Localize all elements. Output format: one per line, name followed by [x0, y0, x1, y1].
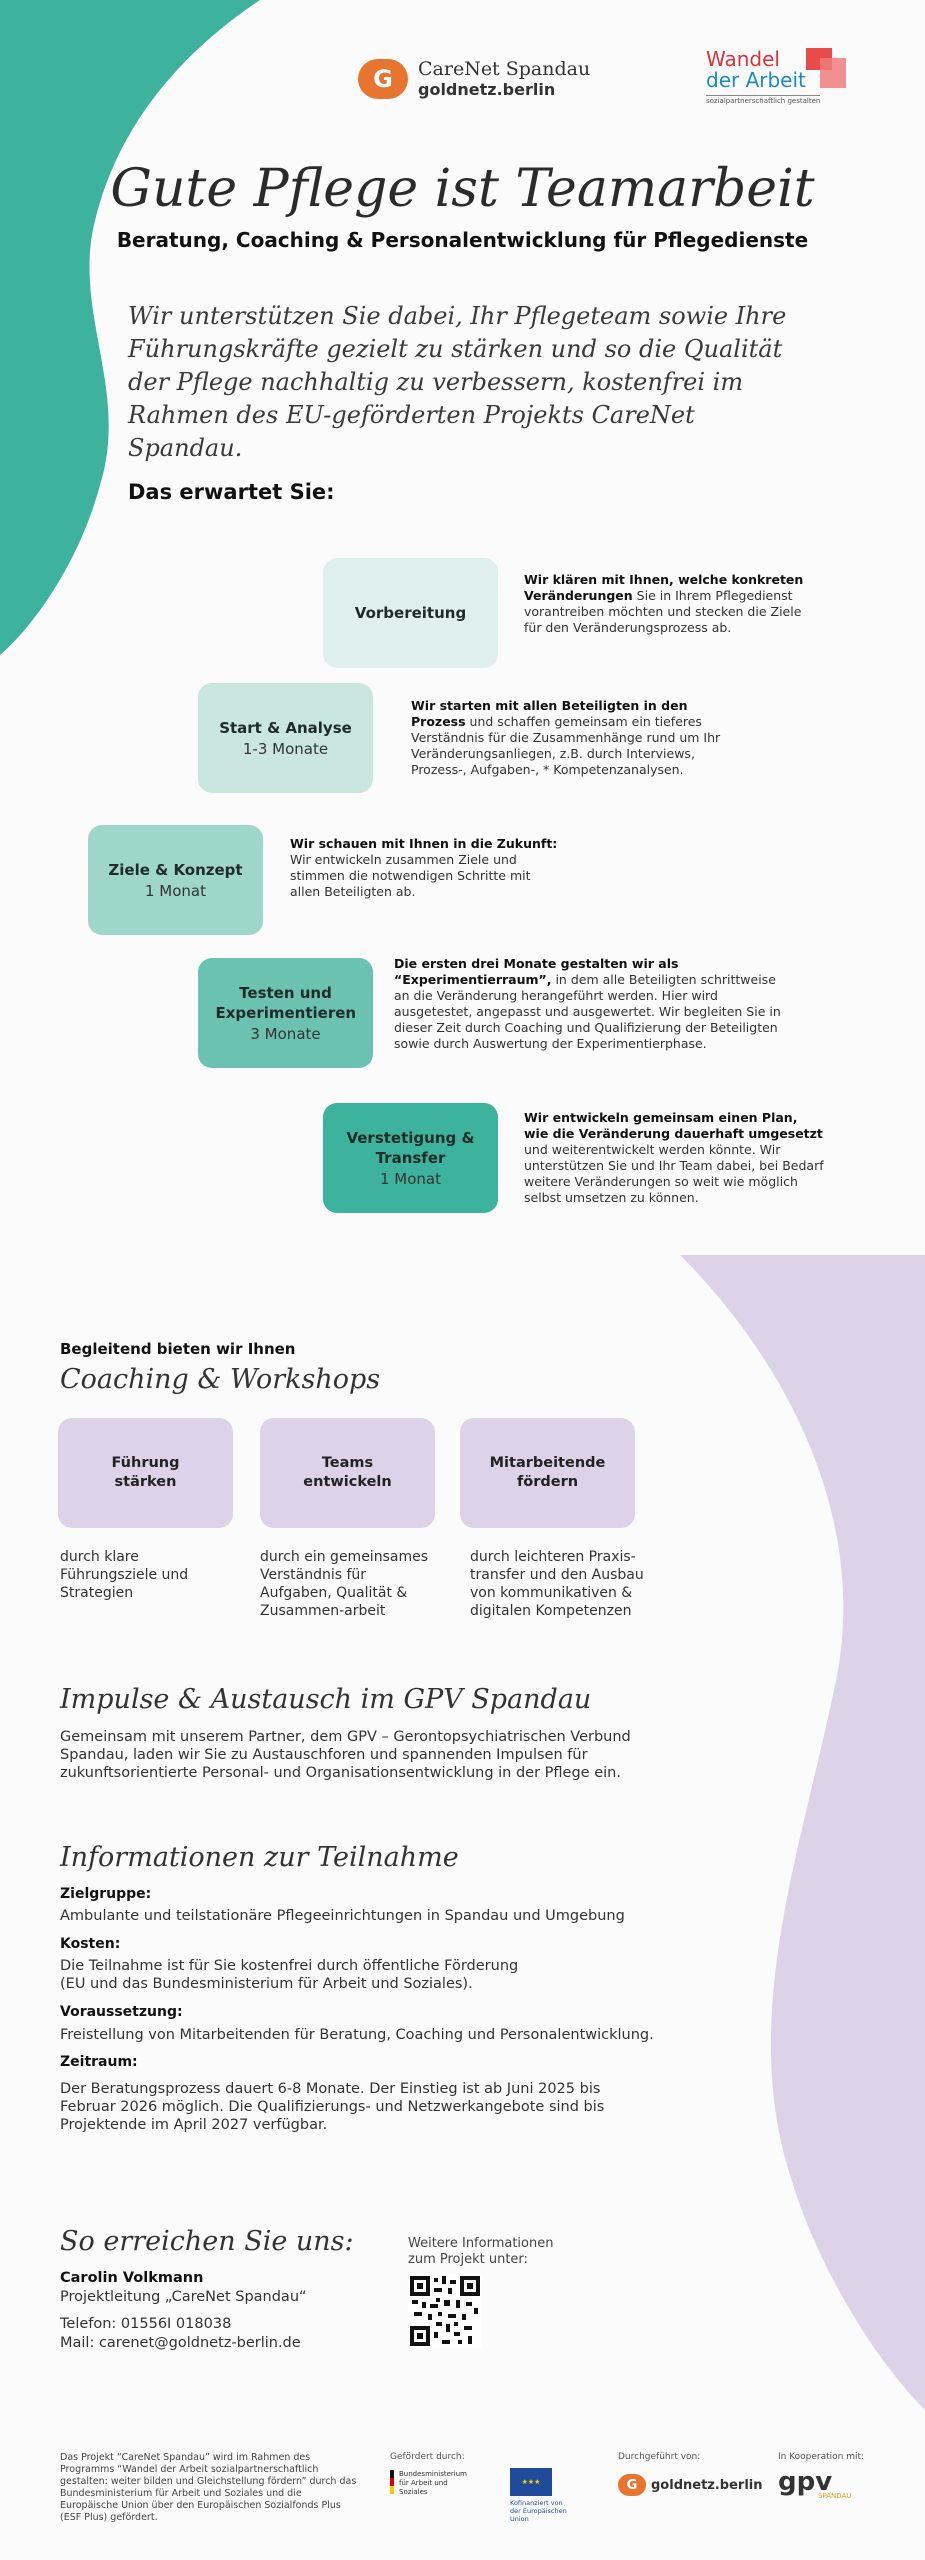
- step-duration: 1-3 Monate: [242, 740, 329, 758]
- info-value: Freistellung von Mitarbeitenden für Bera…: [60, 2027, 654, 2043]
- step-testen-experimentieren: Testen und Experimentieren 3 Monate: [198, 958, 373, 1068]
- german-flag-icon: [390, 2470, 394, 2494]
- info-heading: Informationen zur Teilnahme: [60, 1842, 459, 1873]
- info-label: Zielgruppe:: [60, 1886, 152, 1902]
- step-description: Die ersten drei Monate gestalten wir als…: [394, 956, 781, 1051]
- carenet-logo-icon: G: [358, 59, 408, 99]
- gpv-logo-text: gpv: [778, 2467, 833, 2497]
- goldnetz-logo-text: goldnetz.berlin: [651, 2477, 763, 2493]
- contact-role: Projektleitung „CareNet Spandau“: [60, 2289, 307, 2305]
- page-subtitle: Beratung, Coaching & Personalentwicklung…: [116, 228, 809, 252]
- eu-logo: ★★★ Kofinanziert von der Europäischen Un…: [510, 2468, 570, 2523]
- step-verstetigung-transfer: Verstetigung & Transfer 1 Monat: [323, 1103, 498, 1213]
- step-description: Wir entwickeln gemeinsam einen Plan, wie…: [524, 1110, 824, 1205]
- carenet-logo-subtitle: goldnetz.berlin: [418, 80, 556, 99]
- contact-heading: So erreichen Sie uns:: [60, 2226, 354, 2257]
- workshop-box-teams: Teams entwickeln: [260, 1418, 435, 1528]
- footer-funded-by-label: Gefördert durch:: [390, 2452, 465, 2462]
- workshop-box-fuehrung: Führung stärken: [58, 1418, 233, 1528]
- step-title: Ziele & Konzept: [108, 861, 243, 879]
- contact-mail[interactable]: Mail: carenet@goldnetz-berlin.de: [60, 2335, 301, 2351]
- step-duration: 3 Monate: [250, 1025, 321, 1043]
- step-title: Vorbereitung: [354, 604, 467, 622]
- footer-conducted-by-label: Durchgeführt von:: [618, 2452, 701, 2462]
- wandel-logo-line2: der Arbeit: [706, 68, 806, 92]
- step-description: Wir klären mit Ihnen, welche konkreten V…: [524, 572, 804, 635]
- wandel-logo-shapes: [806, 48, 846, 88]
- step-description: Wir schauen mit Ihnen in die Zukunft: Wi…: [290, 836, 558, 899]
- teal-wave-background: [0, 0, 260, 655]
- step-duration: 1 Monat: [379, 1170, 441, 1188]
- wandel-logo-tagline: sozialpartnerschaftlich gestalten: [706, 95, 821, 105]
- footer-coop-label: In Kooperation mit:: [778, 2452, 865, 2462]
- workshop-text: durch leichteren Praxis-transfer und den…: [470, 1549, 644, 1619]
- workshop-text: durch klare Führungsziele und Strategien: [60, 1549, 189, 1601]
- qr-code[interactable]: [408, 2274, 482, 2348]
- lilac-wave-background: [680, 1255, 925, 2410]
- goldnetz-logo-icon: G: [618, 2474, 646, 2496]
- contact-phone: Telefon: 01556I 018038: [60, 2316, 232, 2332]
- carenet-logo-title: CareNet Spandau: [418, 58, 591, 80]
- info-label: Kosten:: [60, 1936, 121, 1952]
- wandel-logo-line1: Wandel: [706, 47, 780, 71]
- workshop-text: durch ein gemeinsames Verständnis für Au…: [260, 1549, 428, 1619]
- info-value: Der Beratungsprozess dauert 6-8 Monate. …: [60, 2081, 605, 2133]
- intro-text: Wir unterstützen Sie dabei, Ihr Pflegete…: [128, 302, 787, 462]
- page-title: Gute Pflege ist Teamarbeit: [110, 159, 815, 219]
- step-title: Testen und Experimentieren: [215, 984, 357, 1022]
- impulse-heading: Impulse & Austausch im GPV Spandau: [60, 1684, 592, 1715]
- step-vorbereitung: Vorbereitung: [323, 558, 498, 668]
- step-duration: 1 Monat: [144, 882, 206, 900]
- eu-flag-icon: ★★★: [510, 2468, 552, 2496]
- step-title: Verstetigung & Transfer: [346, 1129, 475, 1167]
- goldnetz-logo: G goldnetz.berlin: [618, 2474, 763, 2496]
- ministry-logo: Bundesministerium für Arbeit und Soziale…: [390, 2470, 471, 2497]
- carenet-logo: G CareNet Spandau goldnetz.berlin: [358, 58, 590, 100]
- wandel-der-arbeit-logo: Wandel der Arbeit sozialpartnerschaftlic…: [706, 48, 856, 108]
- coaching-heading: Coaching & Workshops: [60, 1364, 381, 1395]
- gpv-logo-subtext: SPANDAU: [818, 2492, 852, 2500]
- footer-disclaimer: Das Projekt “CareNet Spandau” wird im Ra…: [60, 2452, 357, 2523]
- workshop-box-mitarbeitende: Mitarbeitende fördern: [460, 1418, 635, 1528]
- info-label: Voraussetzung:: [60, 2004, 183, 2020]
- info-label: Zeitraum:: [60, 2054, 138, 2070]
- eu-cofunded-text: Kofinanziert von der Europäischen Union: [510, 2499, 567, 2523]
- info-value: Die Teilnahme ist für Sie kostenfrei dur…: [60, 1958, 519, 1992]
- coaching-kicker: Begleitend bieten wir Ihnen: [60, 1340, 296, 1358]
- ministry-name: Bundesministerium für Arbeit und Soziale…: [399, 2470, 467, 2496]
- contact-name: Carolin Volkmann: [60, 2270, 204, 2286]
- gpv-logo: gpv SPANDAU: [778, 2467, 851, 2500]
- step-title: Start & Analyse: [219, 719, 352, 737]
- step-ziele-konzept: Ziele & Konzept 1 Monat: [88, 825, 263, 935]
- expect-heading: Das erwartet Sie:: [128, 480, 335, 504]
- step-start-analyse: Start & Analyse 1-3 Monate: [198, 683, 373, 793]
- impulse-text: Gemeinsam mit unserem Partner, dem GPV –…: [60, 1729, 631, 1781]
- qr-label: Weitere Informationen zum Projekt unter:: [408, 2236, 554, 2267]
- step-description: Wir starten mit allen Beteiligten in den…: [411, 698, 721, 777]
- info-value: Ambulante und teilstationäre Pflegeeinri…: [60, 1908, 625, 1924]
